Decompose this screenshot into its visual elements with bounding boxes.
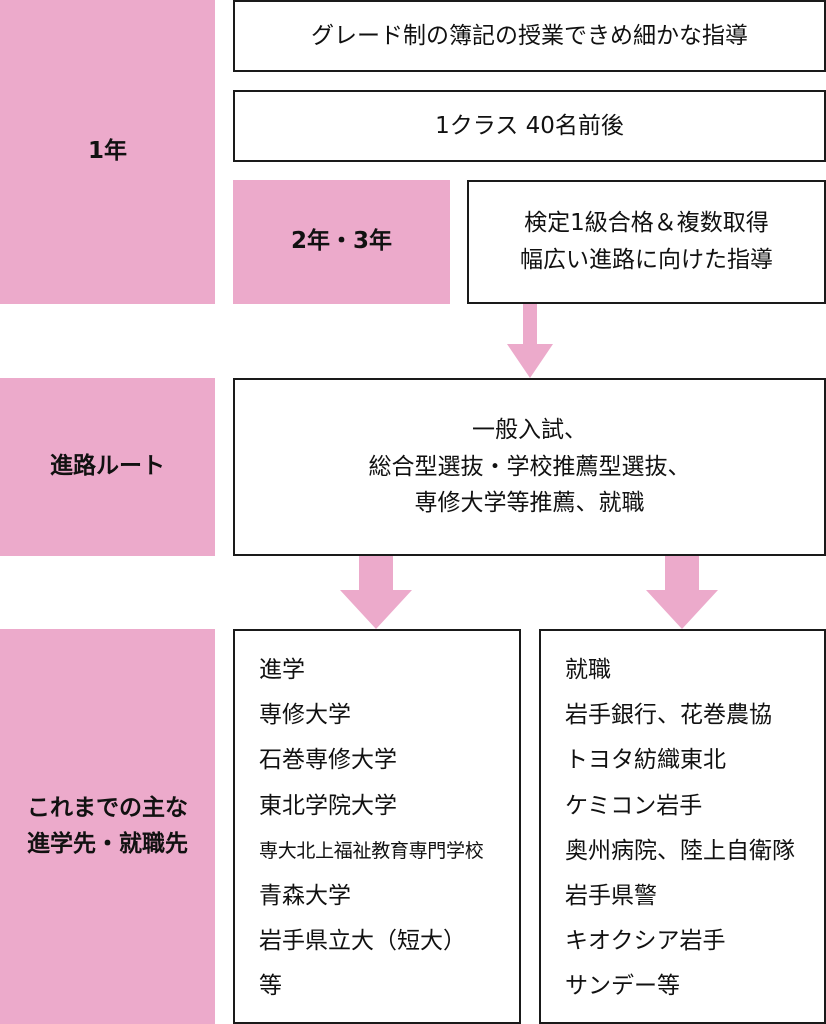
row-destinations-label: これまでの主な 進学先・就職先 — [27, 794, 188, 857]
employment-heading: 就職 — [565, 657, 611, 683]
row-destinations-panel — [0, 629, 215, 1024]
list-item: キオクシア岩手 — [565, 928, 726, 955]
row-year23-label: 2年・3年 — [290, 228, 392, 255]
route-detail-box: 一般入試、 総合型選抜・学校推薦型選抜、 専修大学等推薦、就職 — [233, 378, 826, 556]
row-year1-label: 1年 — [87, 138, 127, 165]
row-year23-panel — [233, 180, 450, 304]
row-year1-panel — [0, 0, 215, 304]
list-item: 東北学院大学 — [259, 792, 397, 819]
further-education-heading: 進学 — [259, 657, 305, 683]
list-item: 専大北上福祉教育専門学校 — [259, 839, 484, 862]
list-item: 岩手県立大（短大） — [259, 928, 466, 955]
grade-system-box: グレード制の簿記の授業できめ細かな指導 — [233, 0, 826, 72]
row-route-label: 進路ルート — [50, 453, 165, 480]
row-route-panel — [0, 378, 215, 556]
list-item: ケミコン岩手 — [565, 792, 703, 819]
list-item: トヨタ紡織東北 — [565, 747, 726, 774]
class-size-box: 1クラス 40名前後 — [233, 90, 826, 162]
down-arrow-icon — [340, 556, 412, 629]
list-item: 青森大学 — [259, 882, 351, 909]
list-item: 等 — [259, 973, 282, 1000]
list-item: 岩手県警 — [565, 882, 657, 909]
list-item: 専修大学 — [259, 702, 351, 729]
down-arrow-icon — [507, 304, 553, 378]
employment-box: 就職 岩手銀行、花巻農協 トヨタ紡織東北 ケミコン岩手 奥州病院、陸上自衛隊 岩… — [539, 629, 826, 1024]
list-item: 石巻専修大学 — [259, 747, 397, 774]
list-item: サンデー等 — [565, 973, 680, 1000]
list-item: 岩手銀行、花巻農協 — [565, 702, 772, 729]
list-item: 奥州病院、陸上自衛隊 — [565, 837, 795, 864]
further-education-box: 進学 専修大学 石巻専修大学 東北学院大学 専大北上福祉教育専門学校 青森大学 … — [233, 629, 521, 1024]
down-arrow-icon — [646, 556, 718, 629]
year23-detail-box: 検定1級合格＆複数取得 幅広い進路に向けた指導 — [467, 180, 826, 304]
